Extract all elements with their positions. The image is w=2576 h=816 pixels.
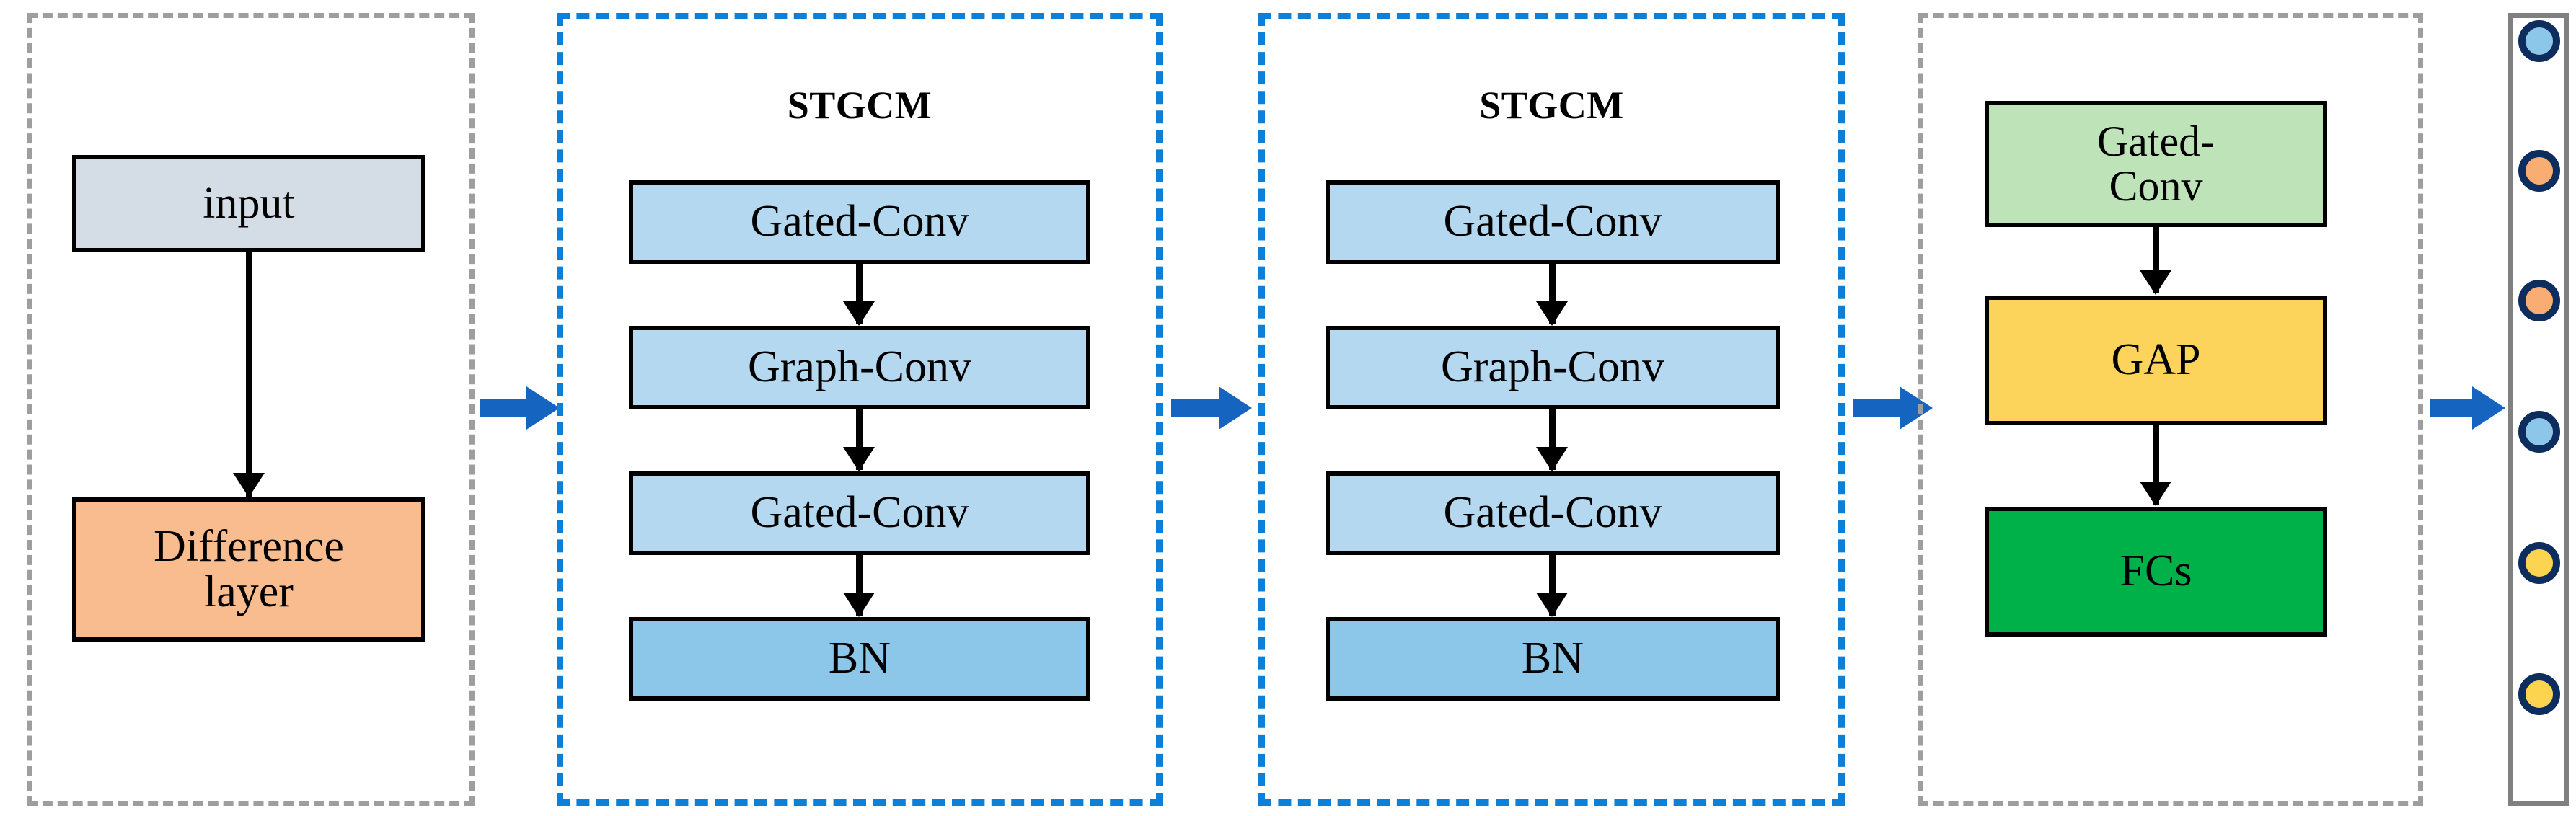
node-bn-1-label: BN — [828, 634, 891, 683]
node-difference-layer: Difference layer — [72, 497, 425, 642]
node-gap: GAP — [1985, 296, 2327, 425]
node-fcs: FCs — [1985, 507, 2327, 637]
output-circle-4 — [2518, 411, 2560, 453]
node-graph-conv-1: Graph-Conv — [629, 326, 1090, 409]
node-gated-conv-2-label: Gated-Conv — [750, 488, 969, 538]
output-circle-2 — [2518, 150, 2560, 192]
stgcm-2-title: STGCM — [1479, 84, 1624, 127]
node-graph-conv-2: Graph-Conv — [1326, 326, 1780, 409]
output-circle-3 — [2518, 280, 2560, 321]
stage-arrow-stgcm1-to-stgcm2 — [1171, 386, 1254, 430]
node-gated-conv-1: Gated-Conv — [629, 180, 1090, 264]
stgcm-2-container: STGCM — [1258, 13, 1845, 806]
node-input-label: input — [203, 178, 295, 228]
stage-arrow-head-to-output — [2430, 386, 2511, 430]
input-stage-container — [27, 13, 475, 806]
node-graph-conv-1-label: Graph-Conv — [748, 342, 971, 392]
stage-arrow-input-to-stgcm1 — [480, 386, 560, 430]
node-gated-conv-4-label: Gated-Conv — [1443, 488, 1662, 538]
node-bn-1: BN — [629, 617, 1090, 701]
classification-head-container — [1918, 13, 2423, 806]
node-input: input — [72, 155, 425, 252]
node-difference-layer-label: Difference layer — [154, 521, 344, 616]
node-bn-2: BN — [1326, 617, 1780, 701]
node-bn-2-label: BN — [1521, 634, 1584, 683]
node-graph-conv-2-label: Graph-Conv — [1441, 342, 1664, 392]
output-circle-6 — [2518, 673, 2560, 715]
node-gated-conv-green-label: Gated- Conv — [2096, 117, 2215, 210]
node-gated-conv-2: Gated-Conv — [629, 471, 1090, 555]
stgcm-1-container: STGCM — [557, 13, 1163, 806]
node-fcs-label: FCs — [2120, 546, 2192, 596]
node-gated-conv-3-label: Gated-Conv — [1443, 197, 1662, 247]
output-circle-1 — [2518, 20, 2560, 62]
output-circle-5 — [2518, 542, 2560, 584]
node-gated-conv-3: Gated-Conv — [1326, 180, 1780, 264]
node-gated-conv-1-label: Gated-Conv — [750, 197, 969, 247]
stage-arrow-stgcm2-to-head — [1853, 386, 1934, 430]
node-gated-conv-4: Gated-Conv — [1326, 471, 1780, 555]
stgcm-1-title: STGCM — [787, 84, 932, 127]
node-gated-conv-green: Gated- Conv — [1985, 101, 2327, 227]
node-gap-label: GAP — [2111, 335, 2201, 385]
